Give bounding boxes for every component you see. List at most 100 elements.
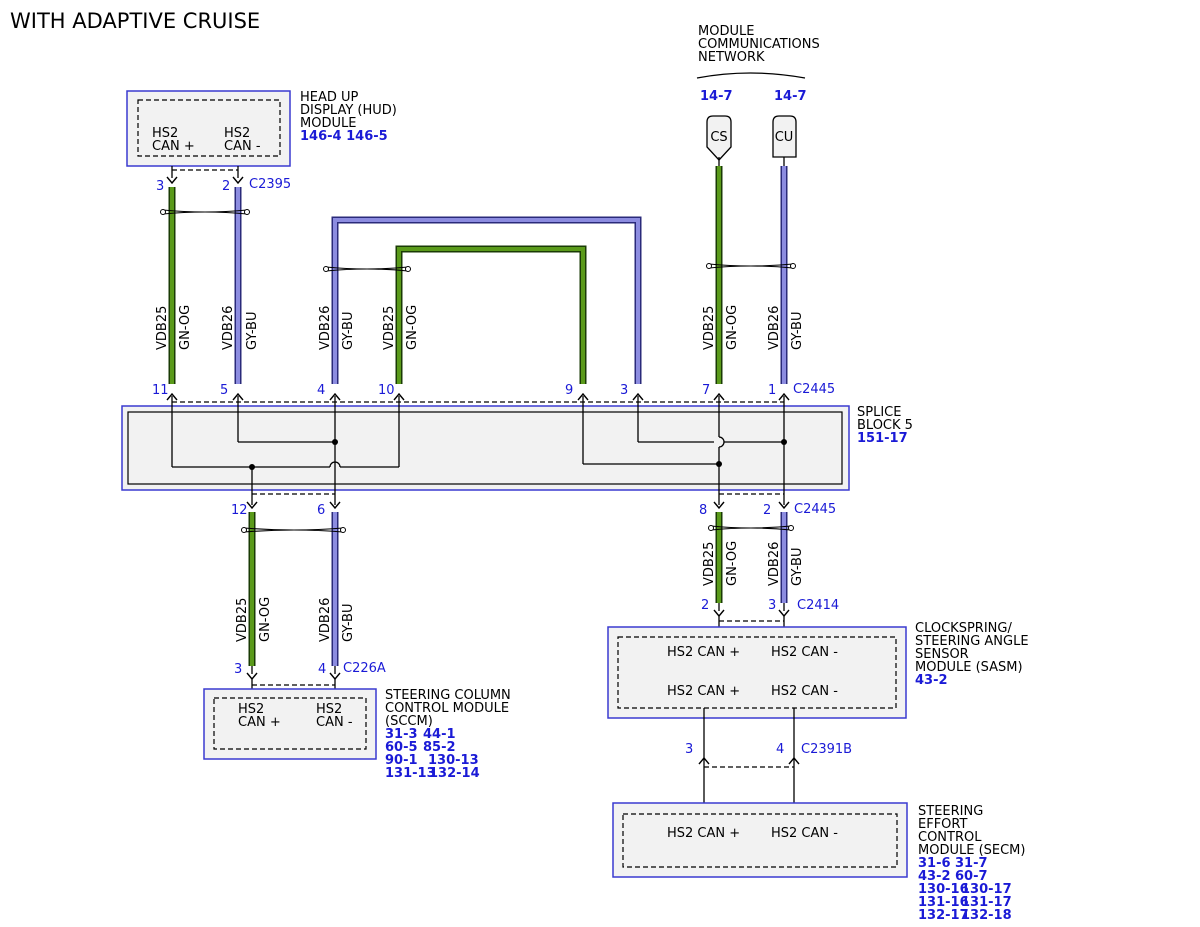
svg-text:COMMUNICATIONS: COMMUNICATIONS <box>698 37 820 52</box>
svg-text:GN-OG: GN-OG <box>725 541 740 586</box>
svg-text:MODULE (SECM): MODULE (SECM) <box>918 843 1025 858</box>
svg-text:CU: CU <box>775 130 794 145</box>
svg-text:131-17: 131-17 <box>961 895 1012 910</box>
splice-bottom-pins: 12 6 8 2 <box>231 503 771 518</box>
svg-text:HS2: HS2 <box>152 126 178 141</box>
svg-text:STEERING COLUMN: STEERING COLUMN <box>385 688 511 703</box>
wire-network-gybu[interactable] <box>780 166 788 384</box>
network-ref-cs[interactable]: 14-7 <box>700 89 733 104</box>
secm-pin-labels: HS2 CAN + HS2 CAN - <box>667 826 838 841</box>
svg-text:HS2: HS2 <box>316 702 342 717</box>
splice-bottom-connector: C2445 <box>794 502 836 517</box>
svg-text:6: 6 <box>317 503 325 518</box>
svg-text:STEERING ANGLE: STEERING ANGLE <box>915 634 1029 649</box>
svg-text:HS2: HS2 <box>224 126 250 141</box>
svg-text:60-5: 60-5 <box>385 740 418 755</box>
svg-text:HS2 CAN +: HS2 CAN + <box>667 684 740 699</box>
wire-hud-gybu[interactable] <box>234 187 242 384</box>
svg-text:130-16: 130-16 <box>918 882 969 897</box>
cu-connector: CU <box>772 115 797 158</box>
page-title: WITH ADAPTIVE CRUISE <box>10 9 260 33</box>
svg-text:130-13: 130-13 <box>428 753 479 768</box>
svg-text:VDB26: VDB26 <box>767 306 782 350</box>
splice-top-pins: 11 5 4 10 9 3 7 1 <box>152 383 776 398</box>
svg-text:31-6: 31-6 <box>918 856 951 871</box>
sccm-pin-labels: HS2 CAN + HS2 CAN - <box>238 702 353 730</box>
svg-text:MODULE: MODULE <box>698 24 754 39</box>
wire-network-gnog[interactable] <box>715 166 723 384</box>
wire-sccm-gnog[interactable] <box>248 512 256 666</box>
svg-text:VDB25: VDB25 <box>235 598 250 642</box>
svg-text:GY-BU: GY-BU <box>790 548 805 587</box>
wire-loop-gnog[interactable] <box>395 245 587 384</box>
svg-text:4: 4 <box>317 383 325 398</box>
svg-text:VDB26: VDB26 <box>221 306 236 350</box>
svg-text:31-7: 31-7 <box>955 856 988 871</box>
wire-sccm-gybu[interactable] <box>331 512 339 666</box>
wire-labels-sccm: VDB25 GN-OG VDB26 GY-BU <box>235 597 356 642</box>
svg-text:SPLICE: SPLICE <box>857 405 901 420</box>
svg-text:STEERING: STEERING <box>918 804 983 819</box>
twist-marker-hud <box>160 209 250 215</box>
hud-pin-3: 3 <box>156 179 164 194</box>
svg-text:GN-OG: GN-OG <box>405 305 420 350</box>
wire-hud-gnog[interactable] <box>168 187 176 384</box>
svg-text:85-2: 85-2 <box>423 740 456 755</box>
svg-text:90-1: 90-1 <box>385 753 418 768</box>
svg-text:9: 9 <box>565 383 573 398</box>
hud-pin-2: 2 <box>222 179 230 194</box>
svg-text:GN-OG: GN-OG <box>178 305 193 350</box>
wire-sasm-gnog[interactable] <box>715 512 723 603</box>
sccm-connector-c226a: C226A <box>343 661 386 676</box>
svg-text:44-1: 44-1 <box>423 727 456 742</box>
sasm-module[interactable] <box>607 626 907 719</box>
sccm-pin-4: 4 <box>318 662 326 677</box>
svg-text:MODULE (SASM): MODULE (SASM) <box>915 660 1023 675</box>
svg-text:130-17: 130-17 <box>961 882 1012 897</box>
sasm-ref-link[interactable]: 43-2 <box>915 673 948 688</box>
hud-module[interactable] <box>126 90 291 167</box>
svg-text:GY-BU: GY-BU <box>341 604 356 643</box>
secm-pin-3: 3 <box>685 742 693 757</box>
sccm-module[interactable] <box>203 688 377 760</box>
svg-text:2: 2 <box>763 503 771 518</box>
hud-module-label: HEAD UP DISPLAY (HUD) MODULE <box>300 90 397 131</box>
wire-labels-sasm: VDB25 GN-OG VDB26 GY-BU <box>702 541 805 586</box>
sasm-pin-3: 3 <box>768 598 776 613</box>
secm-module[interactable] <box>612 802 908 878</box>
svg-text:HS2 CAN +: HS2 CAN + <box>667 645 740 660</box>
svg-text:31-3: 31-3 <box>385 727 418 742</box>
hud-ref-links[interactable]: 146-4 146-5 <box>300 129 388 144</box>
svg-text:VDB26: VDB26 <box>767 542 782 586</box>
twist-marker-loop <box>323 266 411 272</box>
sasm-module-label: CLOCKSPRING/ STEERING ANGLE SENSOR MODUL… <box>915 621 1029 675</box>
secm-pin-4: 4 <box>776 742 784 757</box>
svg-text:VDB25: VDB25 <box>702 542 717 586</box>
splice-junction-dots <box>249 439 787 470</box>
svg-text:HS2: HS2 <box>238 702 264 717</box>
sasm-pin-2: 2 <box>701 598 709 613</box>
wire-sasm-gybu[interactable] <box>780 512 788 603</box>
svg-text:GY-BU: GY-BU <box>245 312 260 351</box>
svg-text:5: 5 <box>220 383 228 398</box>
secm-connector-c2391b: C2391B <box>801 742 852 757</box>
svg-text:CONTROL: CONTROL <box>918 830 982 845</box>
wire-loop-gybu[interactable] <box>331 216 642 384</box>
svg-text:VDB25: VDB25 <box>155 306 170 350</box>
splice-ref-link[interactable]: 151-17 <box>857 431 908 446</box>
svg-text:CONTROL MODULE: CONTROL MODULE <box>385 701 509 716</box>
secm-module-label: STEERING EFFORT CONTROL MODULE (SECM) <box>918 804 1025 858</box>
svg-text:8: 8 <box>699 503 707 518</box>
svg-text:3: 3 <box>620 383 628 398</box>
wire-labels-top: VDB25 GN-OG VDB26 GY-BU VDB26 GY-BU VDB2… <box>155 305 805 350</box>
svg-text:43-2: 43-2 <box>918 869 951 884</box>
svg-text:HS2 CAN -: HS2 CAN - <box>771 826 838 841</box>
splice-block-5[interactable] <box>121 405 850 491</box>
twist-marker-sccm <box>241 527 346 533</box>
svg-text:60-7: 60-7 <box>955 869 988 884</box>
network-ref-cu[interactable]: 14-7 <box>774 89 807 104</box>
svg-text:EFFORT: EFFORT <box>918 817 967 832</box>
svg-text:VDB25: VDB25 <box>702 306 717 350</box>
